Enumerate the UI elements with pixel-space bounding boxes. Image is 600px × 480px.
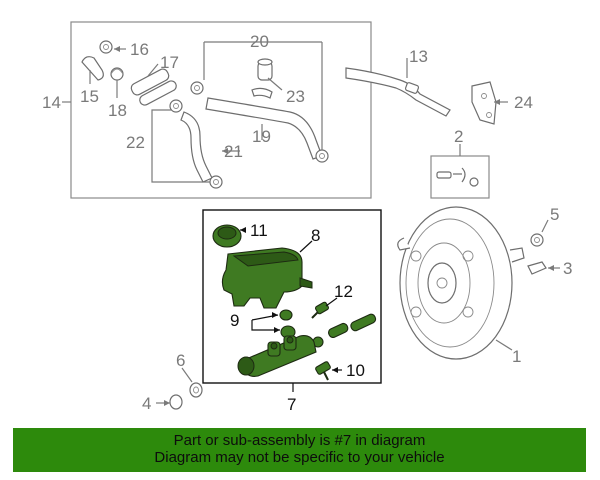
hose-kit-group — [70, 21, 372, 199]
arrowheads-black — [240, 227, 338, 373]
hose-19 — [205, 97, 323, 160]
hose-21 — [180, 111, 213, 183]
banner-line-2: Diagram may not be specific to your vehi… — [154, 449, 445, 466]
callout-22: 22 — [126, 133, 145, 152]
callout-7: 7 — [287, 395, 296, 414]
tube-23 — [257, 58, 273, 81]
brake-booster-1 — [397, 206, 525, 360]
callout-14: 14 — [42, 93, 61, 112]
clamp-22-bottom — [209, 175, 223, 189]
clamp-16 — [99, 40, 113, 54]
callout-24: 24 — [514, 93, 533, 112]
bracket-24 — [471, 81, 497, 125]
seal-kit-2 — [430, 155, 490, 199]
callout-23: 23 — [286, 87, 305, 106]
info-banner: Part or sub-assembly is #7 in diagram Di… — [13, 428, 586, 472]
reservoir-cap-11 — [212, 224, 242, 248]
callout-labels: 16 17 15 18 14 20 23 19 21 22 13 24 2 5 … — [42, 32, 572, 414]
clamp-18 — [110, 67, 124, 81]
callout-15: 15 — [80, 87, 99, 106]
nut-5 — [530, 233, 544, 247]
clamp-22-top — [169, 99, 183, 113]
callout-18: 18 — [108, 101, 127, 120]
hose-small — [251, 87, 273, 99]
hose-15 — [81, 56, 104, 81]
callout-12: 12 — [334, 282, 353, 301]
connector-17 — [130, 68, 177, 106]
callout-4: 4 — [142, 394, 151, 413]
clamp-20-right — [315, 149, 329, 163]
callout-13: 13 — [409, 47, 428, 66]
master-cylinder-assembly-7 — [202, 209, 382, 384]
grommet-6 — [189, 382, 203, 398]
clamp-20-left — [190, 81, 204, 95]
callout-5: 5 — [550, 205, 559, 224]
callout-1: 1 — [512, 347, 521, 366]
clip-3 — [527, 261, 547, 275]
hose-kit-box — [70, 21, 372, 199]
banner-line-1: Part or sub-assembly is #7 in diagram — [173, 432, 426, 449]
callout-21: 21 — [224, 142, 243, 161]
callout-19: 19 — [252, 127, 271, 146]
bolt-12 — [311, 301, 330, 319]
callout-6: 6 — [176, 351, 185, 370]
seal-9-top — [279, 309, 293, 321]
callout-2: 2 — [454, 127, 463, 146]
parts-diagram: 16 17 15 18 14 20 23 19 21 22 13 24 2 5 … — [42, 21, 572, 414]
callout-9: 9 — [230, 311, 239, 330]
cylinder-body — [237, 335, 317, 377]
bolt-10 — [315, 361, 331, 381]
callout-20: 20 — [250, 32, 269, 51]
hose-13 — [345, 67, 451, 117]
callout-3: 3 — [563, 259, 572, 278]
reservoir-8 — [221, 247, 313, 309]
callout-10: 10 — [346, 361, 365, 380]
callout-17: 17 — [160, 53, 179, 72]
leader-lines-grey — [62, 41, 560, 404]
piston-kit — [312, 313, 377, 348]
callout-16: 16 — [130, 40, 149, 59]
plug-4 — [169, 394, 183, 410]
callout-11: 11 — [250, 221, 268, 240]
arrowheads — [114, 46, 554, 406]
callout-8: 8 — [311, 226, 320, 245]
